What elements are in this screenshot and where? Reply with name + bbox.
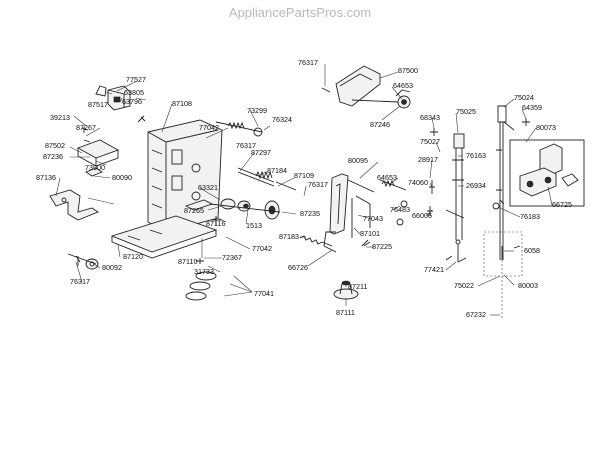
part-number-label: 80092 [102,263,122,272]
part-number-label: 66006 [412,211,432,220]
part-number-label: 64653 [393,81,413,90]
part-number-label: 87246 [370,120,390,129]
part-number-label: 76483 [390,205,410,214]
part-number-label: 87136 [36,173,56,182]
part-number-label: 87211 [348,282,367,291]
part-number-label: 74060 [408,178,428,187]
part-number-label: 87101 [360,229,380,238]
part-number-label: 87116 [206,219,225,228]
part-number-label: 76163 [466,151,486,160]
cam-lever-part [321,65,411,109]
part-drawings [49,65,585,320]
part-number-label: 87265 [184,206,204,215]
switch-bracket-part [95,85,131,111]
rod-clip-parts [492,118,530,249]
part-number-label: 77527 [126,75,146,84]
part-number-label: 77043 [363,214,383,223]
part-number-label: 87502 [45,141,65,150]
part-number-label: 68343 [420,113,440,122]
slide-lever-part [323,173,408,253]
part-number-label: 76317 [70,277,90,286]
part-number-label: 67232 [466,310,486,319]
part-number-label: 63796 [122,97,142,106]
part-number-label: 87500 [398,66,418,75]
part-number-label: 73900 [85,163,105,172]
part-number-label: 76317 [236,141,256,150]
part-number-label: 87235 [300,209,320,218]
part-number-label: 80073 [536,123,556,132]
part-number-label: 28917 [418,155,438,164]
part-number-label: 63321 [198,183,218,192]
part-number-label: 87517 [88,100,108,109]
part-number-label: 72367 [222,253,242,262]
part-number-label: 87110 [178,257,197,266]
part-number-label: 75025 [456,107,476,116]
part-number-label: 64653 [377,173,397,182]
part-number-label: 87236 [43,152,63,161]
drive-spring-part [215,121,297,191]
part-number-label: 87111 [336,308,355,317]
part-number-label: 63805 [124,88,144,97]
part-number-labels: 76317 87500 64653 87246 77527 63805 6379… [36,58,572,319]
part-number-label: 64359 [522,103,542,112]
part-number-label: 26934 [466,181,486,190]
long-rod-part [483,105,523,320]
part-number-label: 76183 [520,212,540,221]
part-number-label: 1513 [246,221,262,230]
watermark-text: AppliancePartsPros.com [229,5,371,20]
part-number-label: 87267 [76,123,96,132]
pulley-parts [209,198,281,226]
part-number-label: 66725 [552,200,572,209]
small-spring-part [299,235,333,247]
washer-parts [185,258,253,301]
leader-lines [55,64,553,316]
part-number-label: 6058 [524,246,540,255]
part-number-label: 87120 [123,252,143,261]
part-number-label: 76324 [272,115,292,124]
part-number-label: 87225 [372,242,392,251]
part-number-label: 66726 [288,263,308,272]
left-bracket-part [49,139,120,221]
part-number-label: 87109 [294,171,314,180]
part-number-label: 75024 [514,93,534,102]
part-number-label: 87297 [251,148,271,157]
part-number-label: 80095 [348,156,368,165]
part-number-label: 75027 [420,137,440,146]
part-number-label: 77041 [254,289,274,298]
part-number-label: 87183 [279,232,299,241]
clamp-assembly-part [503,121,585,207]
part-number-label: 87108 [172,99,192,108]
part-number-label: 76317 [298,58,318,67]
part-number-label: 80090 [112,173,132,182]
part-number-label: 77042 [199,123,219,132]
part-number-label: 87184 [267,166,287,175]
part-number-label: 31733 [194,267,214,276]
part-number-label: 39213 [50,113,70,122]
part-number-label: 77042 [252,244,272,253]
vertical-rod-part [427,128,467,263]
roller-part [67,253,99,270]
part-number-label: 75022 [454,281,474,290]
main-chassis-part [110,119,223,259]
part-number-label: 77421 [424,265,444,274]
part-number-label: 80003 [518,281,538,290]
part-number-label: 76317 [308,180,328,189]
part-number-label: 73299 [247,106,267,115]
